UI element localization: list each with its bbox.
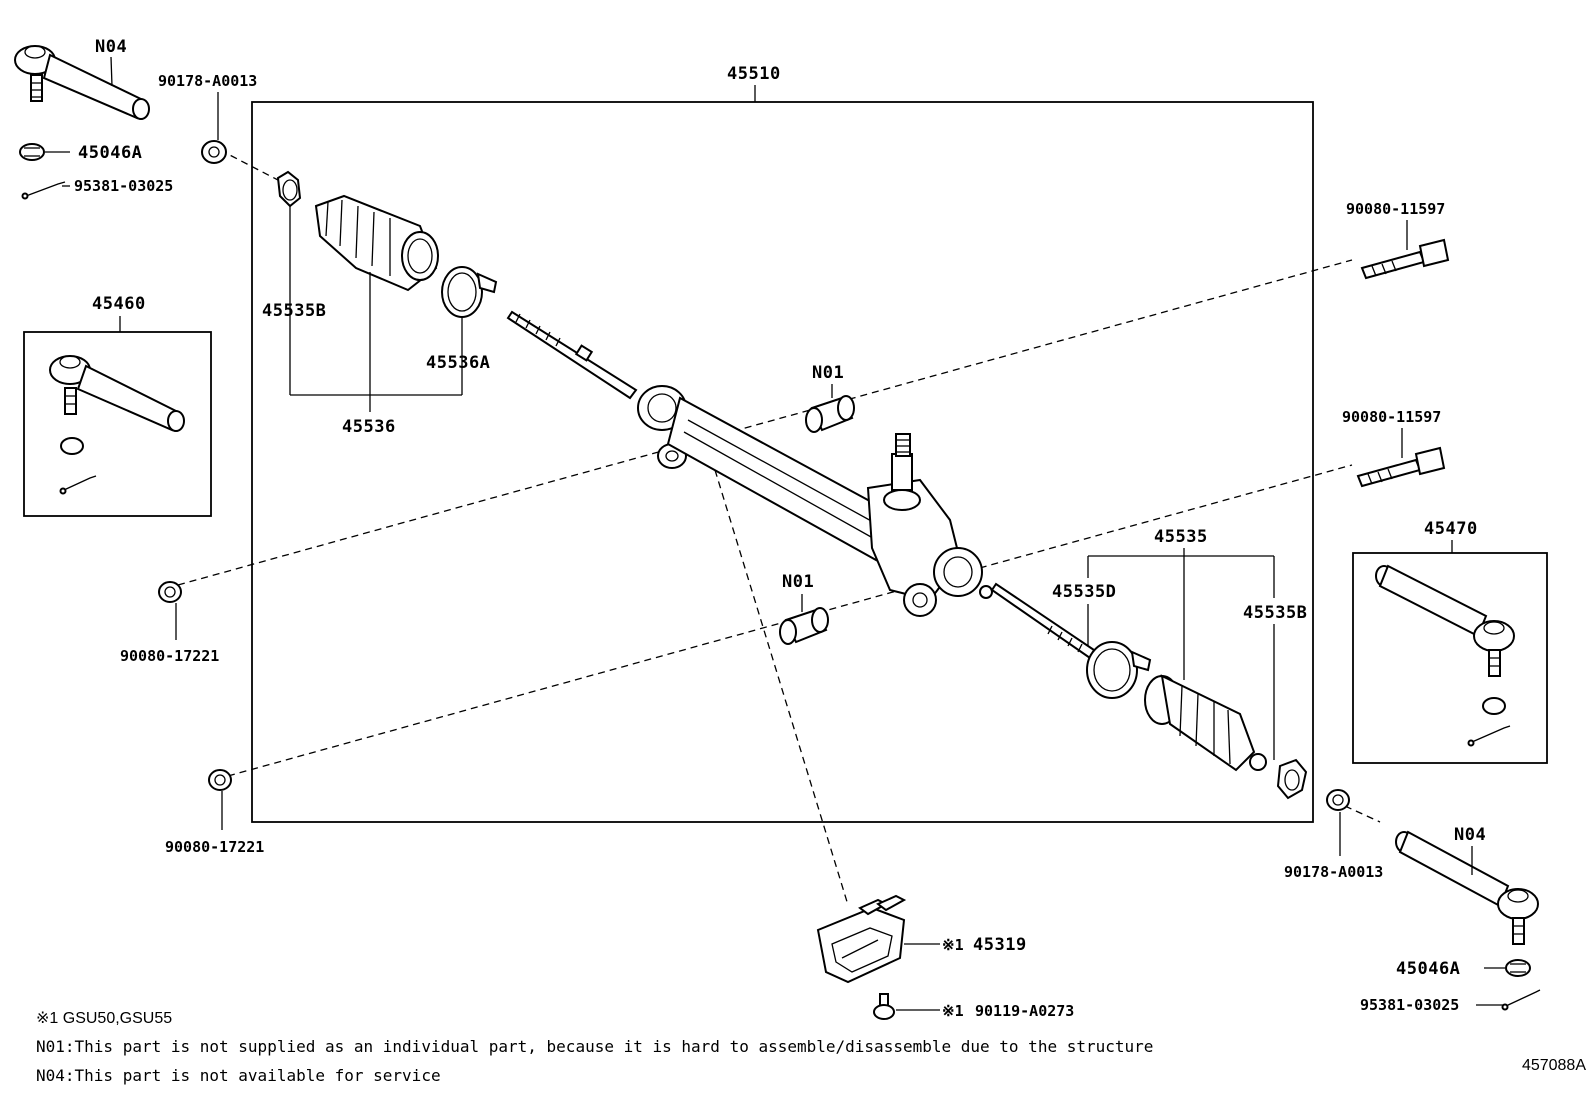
label-clamp-right-inner[interactable]: 45535D (1052, 582, 1116, 602)
model-note: ※1 GSU50,GSU55 (36, 1010, 173, 1027)
label-bolt-protector-mark: ※1 (942, 1002, 964, 1020)
cotter-pin-bottom-right[interactable] (1501, 989, 1541, 1011)
label-bolt-upper-right[interactable]: 90080-11597 (1346, 200, 1445, 218)
label-clamp-right-outer[interactable]: 45535B (1243, 603, 1307, 623)
bolt-upper-right[interactable] (1360, 238, 1450, 280)
label-boot-clamp-left[interactable]: 45536A (426, 353, 490, 373)
tie-rod-end-rh-set[interactable] (1375, 564, 1515, 747)
label-bolt-lower-right[interactable]: 90080-11597 (1342, 408, 1441, 426)
label-bushing-top-left[interactable]: 90178-A0013 (158, 72, 257, 90)
label-tie-rod-end-right-bottom[interactable]: N04 (1454, 825, 1486, 845)
label-protector-mark: ※1 (942, 936, 964, 954)
leader-boot-group-left (289, 206, 463, 412)
label-nut-top-left[interactable]: 45046A (78, 143, 142, 163)
grommet-upper[interactable] (805, 395, 855, 433)
label-assembly[interactable]: 45510 (727, 64, 781, 84)
tie-rod-end-lh-set-box (23, 331, 212, 517)
label-bolt-protector[interactable]: 90119-A0273 (975, 1002, 1074, 1020)
grommet-lower[interactable] (779, 607, 829, 645)
n01-note: N01:This part is not supplied as an indi… (36, 1037, 1154, 1056)
tie-rod-end-rh-set-box (1352, 552, 1548, 764)
n04-note: N04:This part is not available for servi… (36, 1066, 441, 1085)
tie-rod-end-lh-set[interactable] (49, 355, 185, 495)
label-grommet-upper[interactable]: N01 (812, 363, 844, 383)
nut-bottom-right[interactable] (1505, 959, 1531, 977)
label-tie-rod-end-rh-set[interactable]: 45470 (1424, 519, 1478, 539)
label-cotter-pin-top-left[interactable]: 95381-03025 (74, 177, 173, 195)
label-tie-rod-end-left-top[interactable]: N04 (95, 37, 127, 57)
boot-clamp-right-inner[interactable] (1086, 641, 1152, 699)
boot-clamp-left[interactable] (441, 266, 498, 318)
nut-left-lower[interactable] (208, 769, 232, 791)
steering-rack[interactable] (506, 310, 1096, 660)
label-protector[interactable]: 45319 (973, 935, 1027, 955)
boot-left[interactable] (314, 194, 439, 292)
protector[interactable] (816, 894, 907, 984)
label-boot-right[interactable]: 45535 (1154, 527, 1208, 547)
label-boot-left[interactable]: 45536 (342, 417, 396, 437)
label-nut-left-upper[interactable]: 90080-17221 (120, 647, 219, 665)
label-tie-rod-end-lh-set[interactable]: 45460 (92, 294, 146, 314)
tie-rod-end-top-left[interactable] (14, 45, 150, 120)
alignment-lines (177, 149, 1381, 906)
cotter-pin-top-left[interactable] (21, 181, 66, 200)
clamp-right-outer[interactable] (1276, 758, 1308, 800)
nut-left-upper[interactable] (158, 581, 182, 603)
figure-code: 457088A (1521, 1057, 1586, 1074)
leader-boot-group-right (1087, 548, 1275, 760)
clamp-left[interactable] (276, 170, 302, 208)
label-grommet-lower[interactable]: N01 (782, 572, 814, 592)
bolt-protector[interactable] (873, 993, 895, 1020)
label-cotter-pin-bottom-right[interactable]: 95381-03025 (1360, 996, 1459, 1014)
bushing-top-left[interactable] (201, 140, 227, 164)
boot-right[interactable] (1144, 674, 1267, 772)
label-nut-left-lower[interactable]: 90080-17221 (165, 838, 264, 856)
bushing-bottom-right[interactable] (1326, 789, 1350, 811)
label-nut-bottom-right[interactable]: 45046A (1396, 959, 1460, 979)
tie-rod-end-right-bottom[interactable] (1395, 830, 1539, 945)
label-clamp-left[interactable]: 45535B (262, 301, 326, 321)
assembly-box (251, 101, 1314, 823)
bolt-lower-right[interactable] (1356, 446, 1446, 488)
label-bushing-bottom-right[interactable]: 90178-A0013 (1284, 863, 1383, 881)
nut-top-left[interactable] (19, 143, 45, 161)
